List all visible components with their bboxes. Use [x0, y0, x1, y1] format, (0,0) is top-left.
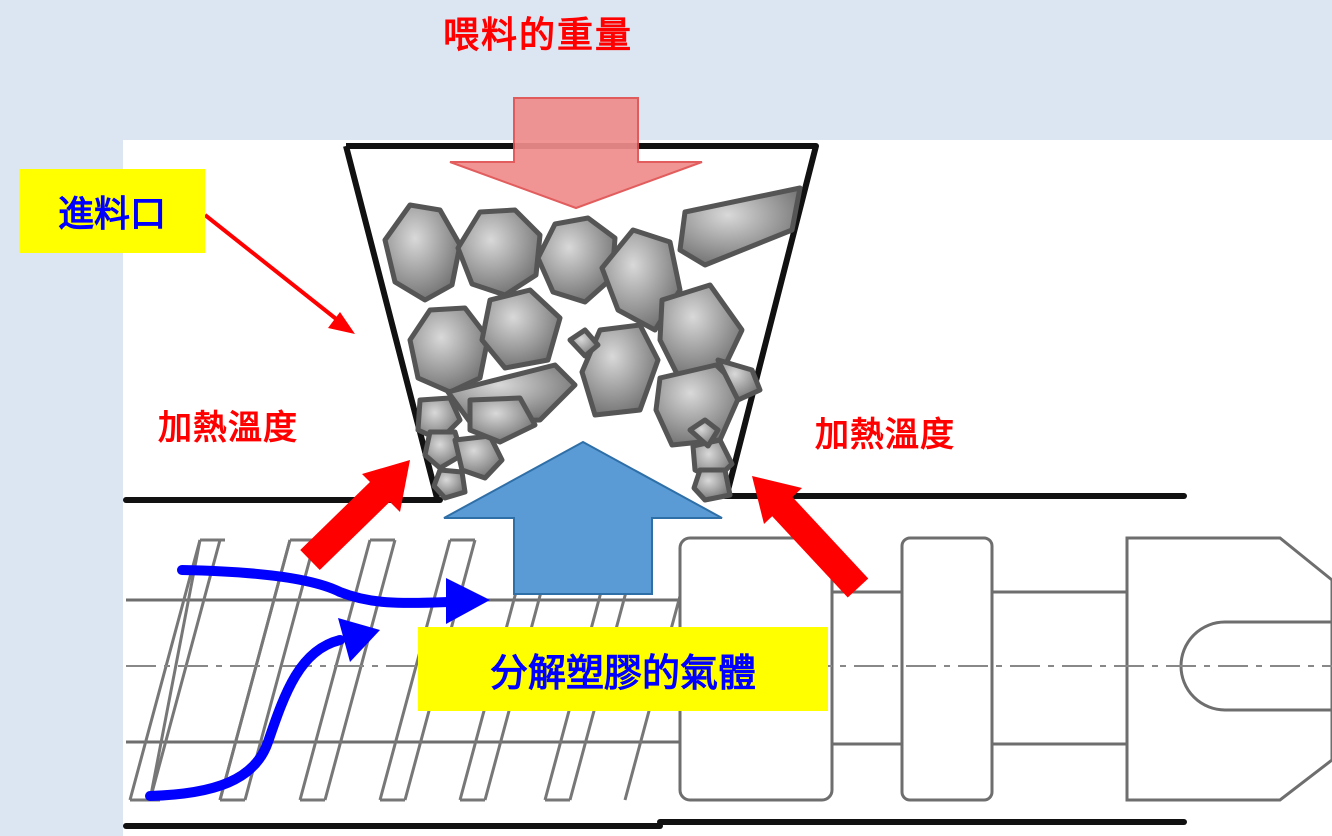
heating-temp-right-label: 加熱溫度	[815, 415, 955, 455]
feed-weight-arrow	[449, 97, 703, 210]
plastic-granules	[382, 185, 803, 503]
gas-up-arrow	[443, 440, 723, 595]
heat-arrow-left	[300, 460, 410, 571]
heating-temp-left-label: 加熱溫度	[158, 408, 298, 448]
feed-weight-label: 喂料的重量	[443, 15, 634, 56]
heat-arrow-right	[752, 476, 869, 598]
feed-inlet-pointer	[203, 213, 355, 334]
decomposed-gas-label: 分解塑膠的氣體	[418, 627, 828, 711]
feed-inlet-label: 進料口	[19, 169, 205, 253]
gas-flow-arrowheads	[338, 578, 490, 662]
gas-flow-arrows	[145, 565, 453, 801]
